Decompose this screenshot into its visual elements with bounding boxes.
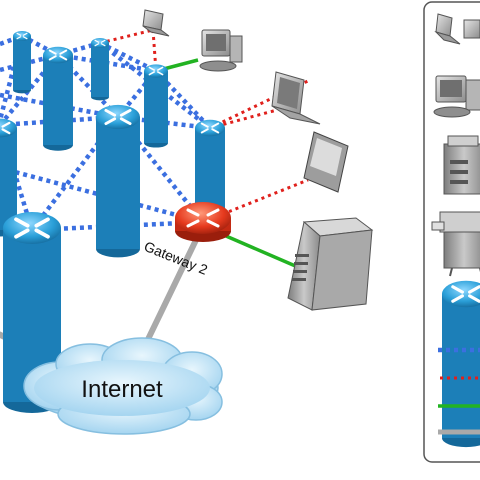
pda-icon bbox=[303, 131, 349, 193]
printer-icon bbox=[443, 135, 480, 195]
desktop-computer-icon bbox=[199, 29, 243, 72]
laptop-icon bbox=[434, 13, 480, 45]
internet-cloud-icon bbox=[23, 337, 223, 435]
gateway-label: Gateway 2 bbox=[142, 238, 210, 278]
router-icon bbox=[90, 37, 110, 102]
copier-icon bbox=[431, 211, 480, 277]
laptop-icon bbox=[271, 71, 321, 125]
router-icon bbox=[440, 279, 480, 449]
gateway-router-icon bbox=[175, 202, 231, 242]
legend-panel bbox=[423, 1, 480, 463]
server-tower-icon bbox=[287, 217, 374, 311]
internet-label: Internet bbox=[81, 376, 163, 403]
laptop-icon bbox=[142, 9, 170, 37]
router-icon bbox=[42, 45, 74, 152]
router-icon bbox=[94, 103, 142, 259]
router-icon bbox=[143, 63, 169, 149]
router-icon bbox=[12, 30, 32, 95]
desktop-computer-icon bbox=[433, 75, 480, 118]
